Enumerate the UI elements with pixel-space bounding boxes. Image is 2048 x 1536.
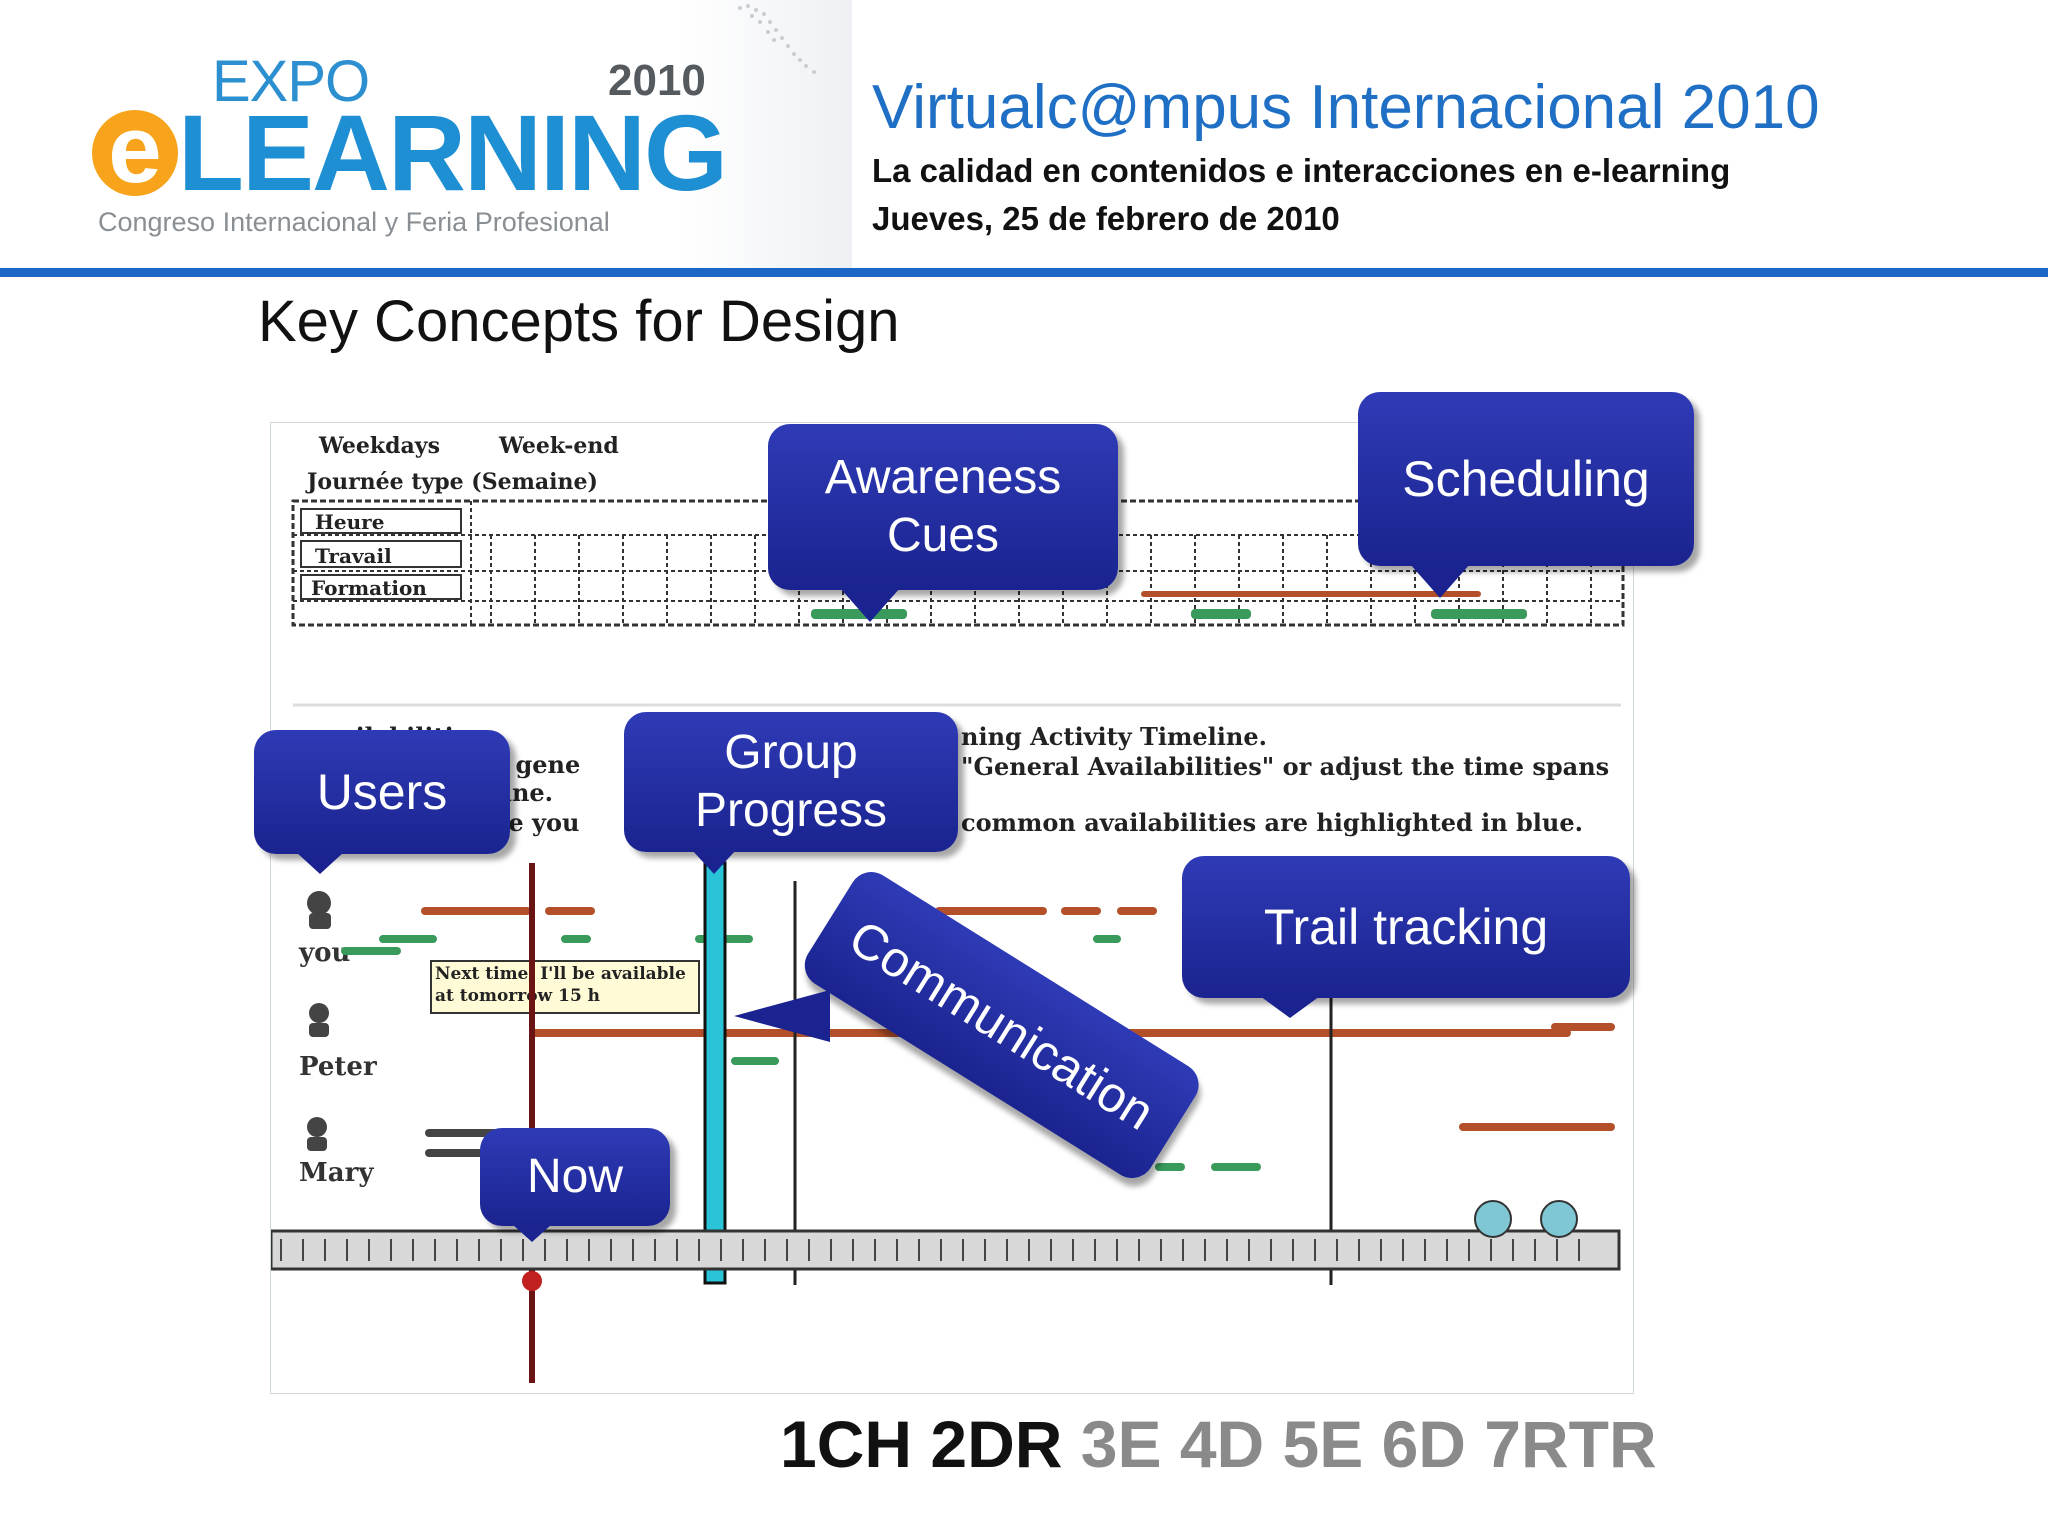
availability-tooltip: [430, 960, 700, 1014]
user-peter-label: Peter: [299, 1052, 377, 1082]
callout-group-progress: Group Progress: [624, 712, 958, 852]
weekend-label: Week-end: [498, 433, 619, 459]
code-dark-part: 1CH 2DR: [780, 1407, 1063, 1481]
scheduling-tail: [1410, 564, 1470, 598]
logo-learning-text: LEARNING: [178, 92, 728, 213]
time-axis: [271, 1229, 1621, 1271]
mid-text-1-right: ning Activity Timeline.: [961, 722, 1267, 751]
journee-label: Journée type (Semaine): [305, 469, 598, 495]
callout-awareness-text: Awareness Cues: [824, 451, 1062, 562]
callout-users-text: Users: [316, 764, 448, 820]
user-mary-label: Mary: [299, 1158, 374, 1188]
event-title: Virtualc@mpus Internacional 2010: [872, 73, 1820, 142]
callout-users: Users: [254, 730, 510, 854]
logo-e-circle: [92, 110, 178, 196]
user-avatar-icons: [307, 891, 331, 1151]
callout-trail-tracking: Trail tracking: [1182, 856, 1630, 998]
code-grey-part: 3E 4D 5E 6D 7RTR: [1080, 1407, 1657, 1481]
callout-group-progress-text: Group Progress: [694, 726, 888, 837]
awareness-tail: [840, 588, 900, 622]
logo-expo-text: EXPO: [212, 49, 370, 114]
logo-year-text: 2010: [608, 56, 706, 105]
callout-now: Now: [480, 1128, 670, 1226]
slide-header: EXPO 2010 e LEARNING Congreso Internacio…: [0, 0, 2048, 270]
mid-text-2-right: "General Availabilities" or adjust the t…: [961, 752, 1609, 781]
now-tail: [512, 1224, 552, 1242]
logo-tagline: Congreso Internacional y Feria Profesion…: [98, 207, 610, 237]
callout-awareness-cues: Awareness Cues: [768, 424, 1118, 590]
logo-e-letter: e: [108, 96, 162, 203]
group-progress-bar: [703, 861, 727, 1285]
users-tail: [296, 852, 344, 874]
group-progress-tail: [692, 850, 736, 874]
mid-text-4-right: common availabilities are highlighted in…: [961, 808, 1583, 837]
communication-tail: [734, 990, 830, 1042]
expo-elearning-logo: EXPO 2010 e LEARNING Congreso Internacio…: [0, 0, 852, 270]
trail-tracking-tail: [1260, 996, 1320, 1018]
row-label-formation: Formation: [311, 576, 427, 600]
weekdays-label: Weekdays: [318, 433, 440, 459]
row-label-heure: Heure: [315, 510, 384, 534]
event-date: Jueves, 25 de febrero de 2010: [872, 200, 1340, 237]
callout-trail-tracking-text: Trail tracking: [1263, 899, 1549, 955]
slide-title: Key Concepts for Design: [258, 289, 900, 354]
rewind-icon[interactable]: [1474, 1200, 1512, 1238]
world-map-decoration: [738, 4, 816, 74]
row-label-travail: Travail: [315, 544, 392, 568]
forward-icon[interactable]: [1540, 1200, 1578, 1238]
callout-now-text: Now: [526, 1150, 624, 1204]
footer-design-code: 1CH 2DR 3E 4D 5E 6D 7RTR: [780, 1406, 1657, 1482]
callout-scheduling-text: Scheduling: [1402, 451, 1650, 507]
event-subtitle: La calidad en contenidos e interacciones…: [872, 152, 1731, 189]
now-marker: [522, 1271, 542, 1291]
callout-scheduling: Scheduling: [1358, 392, 1694, 566]
tooltip-text: Next time, I'll be available at tomorrow…: [435, 964, 686, 1006]
header-divider: [0, 268, 2048, 277]
